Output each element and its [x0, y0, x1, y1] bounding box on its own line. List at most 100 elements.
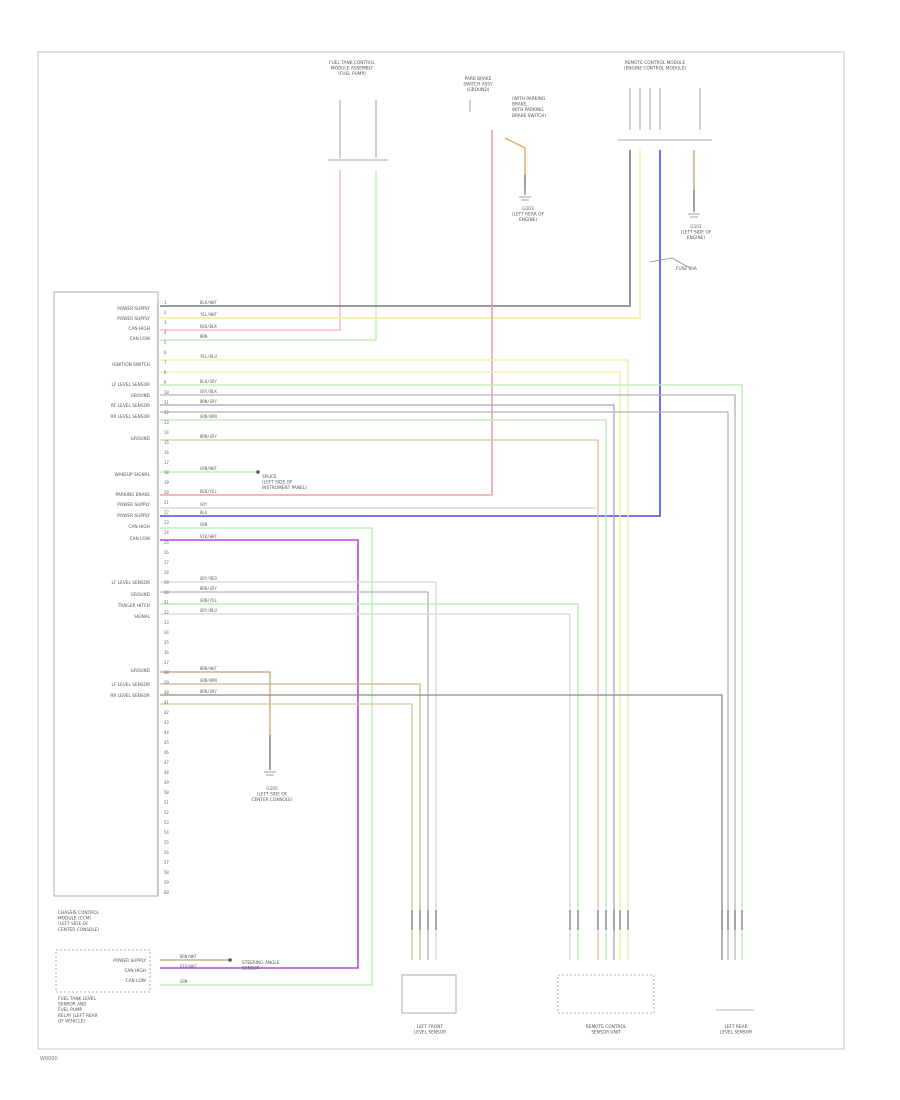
wire-yellow-3: [160, 371, 621, 960]
bottom-module-pin-label: CAN HIGH: [124, 968, 146, 974]
pin-number: 18: [164, 470, 169, 475]
pin-number: 59: [164, 880, 169, 885]
pin-number: 23: [164, 520, 169, 525]
pin-number: 9: [164, 380, 167, 385]
pin-number: 14: [164, 430, 169, 435]
pin-number: 39: [164, 680, 169, 685]
pin-number: 38: [164, 670, 169, 675]
pin-number: 28: [164, 570, 169, 575]
label-bottom-left-module: OF VEHICLE): [58, 1018, 85, 1024]
figure-id: W0000: [40, 1056, 58, 1062]
sensor-center-box: [557, 974, 655, 1014]
pin-number: 43: [164, 720, 169, 725]
label-sensor-right: LEVEL SENSOR: [720, 1030, 752, 1036]
wire-label-w8: BRN/GRY: [200, 399, 217, 404]
label-fuel-tank-top: (FUEL PUMP): [338, 71, 366, 77]
wire-label-w5: YEL/BLU: [200, 354, 217, 359]
module-pin-label: GROUND: [131, 393, 151, 399]
wire-label-w21: BRN/WHT: [200, 666, 217, 671]
pin-number: 11: [164, 400, 169, 405]
wire-darkgray-top: [160, 150, 631, 307]
label-sensor-center: REMOTE CONTROL: [586, 1024, 627, 1030]
pin-number: 44: [164, 730, 169, 735]
splice-dot-2: [228, 958, 232, 962]
module-pin-label: CAN HIGH: [128, 524, 150, 530]
pin-number: 10: [164, 390, 169, 395]
wire-lightgray-5: [160, 581, 437, 960]
wire-gray-3: [160, 411, 729, 960]
pin-number: 45: [164, 740, 169, 745]
wire-lightgray-6: [160, 613, 571, 960]
pin-number: 16: [164, 450, 169, 455]
pin-number: 50: [164, 790, 169, 795]
module-pin-label: LF LEVEL SENSOR: [111, 580, 150, 586]
label-splice-note: SENSOR: [242, 966, 260, 972]
label-park-brake-note: WITH PARKING: [512, 107, 544, 113]
wire-blue: [160, 150, 661, 517]
pin-number: 19: [164, 480, 169, 485]
pin-number: 49: [164, 780, 169, 785]
pin-number: 24: [164, 530, 169, 535]
pin-number: 30: [164, 590, 169, 595]
wire-label-w7: GRY/BLK: [200, 389, 217, 394]
wire-blugray: [160, 404, 615, 960]
wire-label-w23: BRN/GRY: [200, 689, 217, 694]
label-fuel-tank-top: FUEL TANK CONTROL: [329, 60, 375, 66]
wire-label-w11: GRN/WHT: [200, 466, 217, 471]
pin-number: 51: [164, 800, 169, 805]
label-park-brake: PARK BRAKE: [465, 76, 492, 82]
module-pin-label: LF LEVEL SENSOR: [111, 382, 150, 388]
module-pin-label: CAN LOW: [130, 536, 151, 542]
label-bottom-left-module: SENSOR AND: [58, 1002, 87, 1008]
module-pin-label: GROUND: [131, 668, 151, 674]
wire-label-w4: BRN: [200, 334, 208, 339]
wire-label-w20: GRY/BLU: [200, 608, 217, 613]
label-main-module: MODULE (CCM): [58, 916, 91, 922]
pin-number: 5: [164, 340, 167, 345]
pin-number: 32: [164, 610, 169, 615]
pin-number: 36: [164, 650, 169, 655]
bottom-module-pin-label: POWER SUPPLY: [113, 958, 146, 964]
wire-label-w9: GRN/BRN: [200, 414, 217, 419]
module-pin-label: POWER SUPPLY: [117, 502, 150, 508]
wire-label-w13: GRY: [200, 502, 208, 507]
label-junction-top: (ENGINE CONTROL MODULE): [624, 66, 686, 72]
label-g-left-top: G103: [522, 206, 534, 212]
label-g-right-top: (LEFT SIDE OF: [681, 230, 712, 236]
module-pin-label: RR LEVEL SENSOR: [110, 414, 150, 420]
wire-gray-2: [160, 394, 736, 960]
wire-label-w1: BLK/WHT: [200, 300, 217, 305]
pin-number: 27: [164, 560, 169, 565]
bottom-module-pin-label: CAN LOW: [126, 978, 147, 984]
label-junction-top: REMOTE CONTROL MODULE: [625, 60, 686, 66]
label-g-right-top: ENGINE): [687, 235, 705, 241]
pin-number: 35: [164, 640, 169, 645]
wire-label-w10: BRN/GRY: [200, 434, 217, 439]
label-main-module: (LEFT SIDE OF: [58, 921, 89, 927]
pin-number: 25: [164, 540, 169, 545]
bottom-connectors: [269, 175, 743, 930]
pin-number: 34: [164, 630, 169, 635]
wire-gray-5: [160, 591, 429, 960]
label-bottom-left-module: FUEL PUMP: [58, 1007, 83, 1013]
pin-number: 3: [164, 320, 167, 325]
wire-brown-5: [160, 703, 413, 960]
wire-label-w12: RED/YEL: [200, 489, 217, 494]
wire-label-w24: BRN/WHT: [180, 954, 197, 959]
module-pin-label: GROUND: [131, 436, 151, 442]
pin-number: 26: [164, 550, 169, 555]
pin-number: 12: [164, 410, 169, 415]
pin-number: 13: [164, 420, 169, 425]
pin-number: 15: [164, 440, 169, 445]
label-g-bottom: (LEFT SIDE OF: [257, 792, 288, 798]
pin-number: 37: [164, 660, 169, 665]
label-sensor-left: LEFT FRONT: [417, 1024, 444, 1030]
label-main-module: CHASSIS CONTROL: [58, 910, 100, 916]
wire-label-w6: BLU/GRY: [200, 379, 217, 384]
wire-label-w3: YEL/WHT: [200, 312, 217, 317]
label-sensor-center: SENSOR UNIT: [591, 1030, 621, 1036]
wire-brown-2: [160, 439, 599, 960]
